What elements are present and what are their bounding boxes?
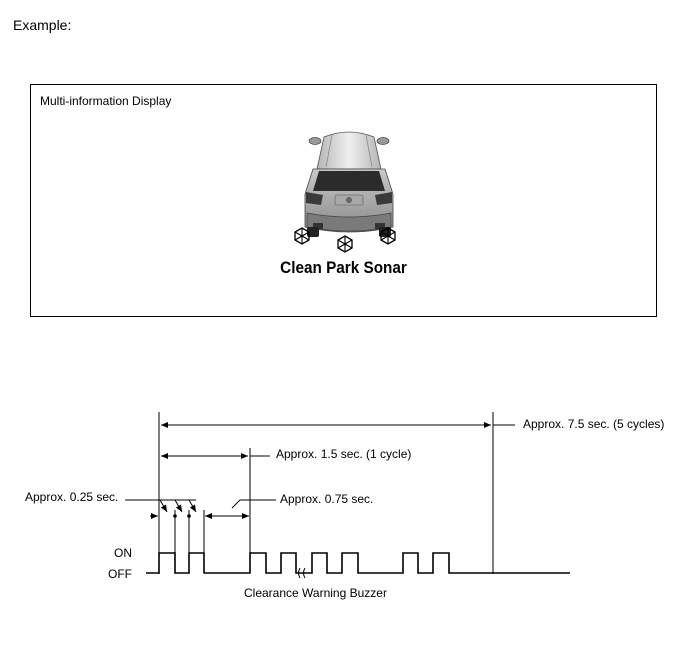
display-title: Multi-information Display [40,94,172,108]
vehicle-rear-image [304,131,394,237]
buzzer-caption: Clearance Warning Buzzer [244,586,387,600]
sensor-dirt-icon [294,227,310,245]
cycle-duration-label: Approx. 1.5 sec. (1 cycle) [276,447,412,461]
sensor-dirt-icon [380,227,396,245]
buzzer-timing-chart [125,412,570,579]
sensor-dirt-icon [337,235,353,253]
off-state-label: OFF [108,567,132,581]
time-break-mark [298,567,301,579]
buzzer-waveform [146,552,570,574]
display-message: Clean Park Sonar [280,258,407,277]
off-time-label: Approx. 0.75 sec. [280,492,374,506]
on-state-label: ON [114,546,132,560]
example-label: Example: [13,17,72,33]
on-time-label: Approx. 0.25 sec. [25,490,119,504]
sensor-icons [294,227,396,253]
total-duration-label: Approx. 7.5 sec. (5 cycles) [523,417,665,431]
multi-information-display: Multi-information Display [30,84,657,317]
